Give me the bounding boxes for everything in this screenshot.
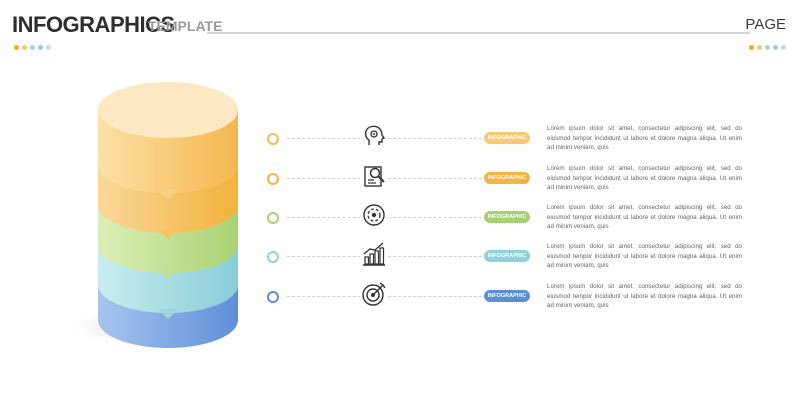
step-tag: INFOGRAPHIC — [484, 132, 530, 144]
target-circle-icon — [360, 201, 388, 229]
dot — [38, 45, 43, 50]
cylinder-top — [98, 82, 238, 138]
step-row-1: INFOGRAPHIC Lorem ipsum dolor sit amet, … — [262, 122, 742, 154]
cylinder-layer-1 — [98, 82, 238, 199]
step-row-3: INFOGRAPHIC Lorem ipsum dolor sit amet, … — [262, 201, 742, 233]
page-subtitle: TEMPLATE — [148, 18, 223, 34]
dot — [757, 45, 762, 50]
bullseye-arrow-icon — [360, 280, 388, 308]
dot — [773, 45, 778, 50]
step-tag: INFOGRAPHIC — [484, 290, 530, 302]
step-description: Lorem ipsum dolor sit amet, consectetur … — [547, 203, 742, 232]
step-tag: INFOGRAPHIC — [484, 250, 530, 262]
dot — [30, 45, 35, 50]
page-label: PAGE — [745, 16, 786, 33]
step-bullet — [267, 251, 279, 263]
step-description: Lorem ipsum dolor sit amet, consectetur … — [547, 282, 742, 311]
step-description: Lorem ipsum dolor sit amet, consectetur … — [547, 124, 742, 153]
decorative-dots-right — [749, 45, 786, 50]
step-tag: INFOGRAPHIC — [484, 172, 530, 184]
header-divider — [207, 32, 750, 34]
step-bullet — [267, 133, 279, 145]
page-title: INFOGRAPHICS — [12, 12, 175, 37]
dot — [46, 45, 51, 50]
step-tag: INFOGRAPHIC — [484, 211, 530, 223]
growth-chart-icon — [360, 240, 388, 268]
dot — [22, 45, 27, 50]
document-search-icon — [360, 162, 388, 190]
dot — [749, 45, 754, 50]
step-description: Lorem ipsum dolor sit amet, consectetur … — [547, 242, 742, 271]
step-bullet — [267, 291, 279, 303]
dot — [14, 45, 19, 50]
step-bullet — [267, 173, 279, 185]
step-description: Lorem ipsum dolor sit amet, consectetur … — [547, 164, 742, 193]
layered-cylinder — [65, 82, 238, 349]
step-row-4: INFOGRAPHIC Lorem ipsum dolor sit amet, … — [262, 240, 742, 272]
head-gear-icon — [360, 122, 388, 150]
step-row-5: INFOGRAPHIC Lorem ipsum dolor sit amet, … — [262, 280, 742, 312]
dot — [781, 45, 786, 50]
dot — [765, 45, 770, 50]
header: INFOGRAPHICS TEMPLATE PAGE — [12, 10, 788, 50]
step-bullet — [267, 212, 279, 224]
step-row-2: INFOGRAPHIC Lorem ipsum dolor sit amet, … — [262, 162, 742, 194]
decorative-dots-left — [14, 45, 51, 50]
